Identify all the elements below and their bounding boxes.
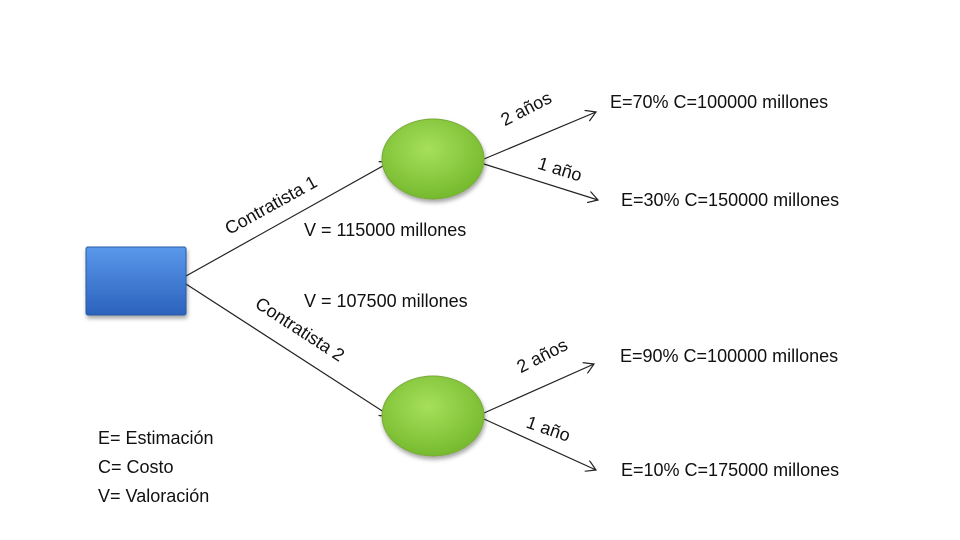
legend: E= Estimación C= Costo V= Valoración xyxy=(98,424,214,511)
legend-item-estimacion: E= Estimación xyxy=(98,428,214,448)
edge-c1-1-ano xyxy=(483,163,598,200)
legend-item-costo: C= Costo xyxy=(98,457,174,477)
outcome-result-c2-1-ano: E=10% C=175000 millones xyxy=(621,460,840,480)
chance-node-1 xyxy=(381,118,485,200)
edge-c2-1-ano xyxy=(483,418,596,470)
legend-item-valoracion: V= Valoración xyxy=(98,486,210,506)
edge-c2-2-anos xyxy=(483,364,594,414)
valuation-contratista-2: V = 107500 millones xyxy=(304,291,468,311)
valuation-contratista-1: V = 115000 millones xyxy=(304,220,467,240)
outcome-result-c2-2-anos: E=90% C=100000 millones xyxy=(620,346,839,366)
chance-node-2 xyxy=(381,375,485,457)
edge-contratista-2 xyxy=(185,283,390,416)
outcome-result-c1-1-ano: E=30% C=150000 millones xyxy=(621,190,840,210)
edge-c1-2-anos xyxy=(483,112,596,160)
outcome-result-c1-2-anos: E=70% C=100000 millones xyxy=(610,92,829,112)
edge-contratista-1 xyxy=(185,162,390,277)
decision-node xyxy=(85,246,187,316)
